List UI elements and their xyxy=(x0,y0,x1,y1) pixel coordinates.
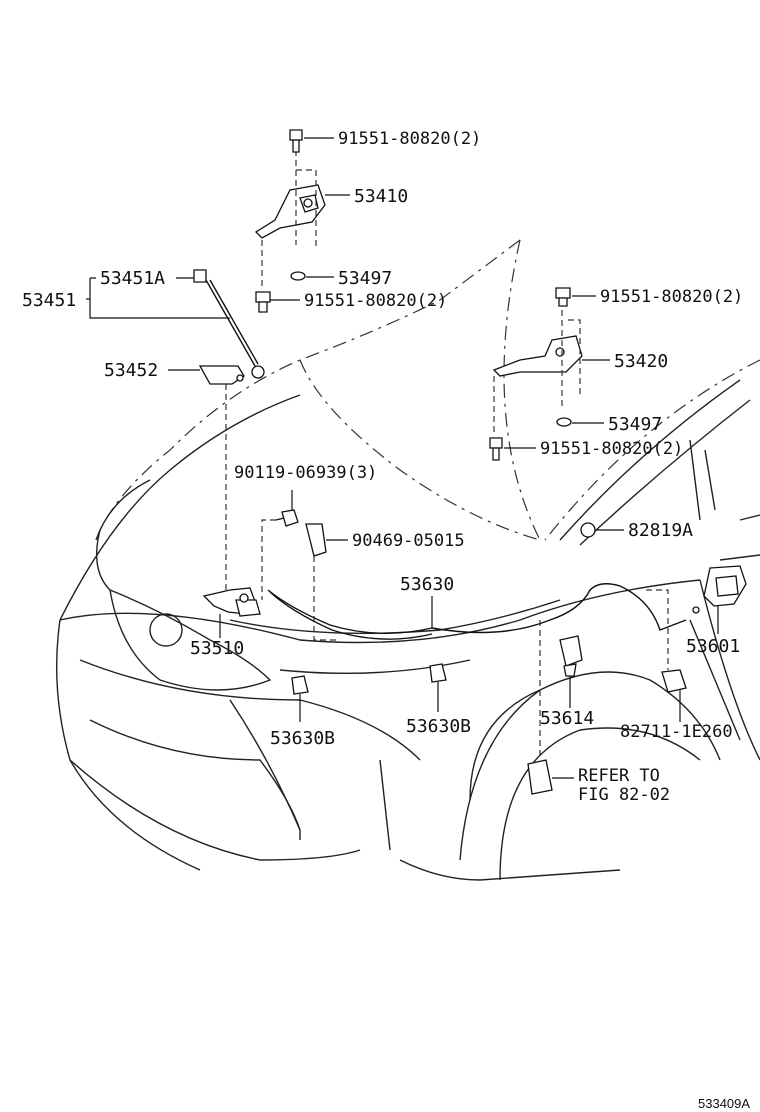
bolt-icon xyxy=(275,509,299,527)
hood-support-rod xyxy=(193,269,265,379)
label-90469: 90469-05015 xyxy=(352,531,465,551)
label-53601: 53601 xyxy=(686,636,740,657)
grommet xyxy=(580,522,596,538)
washer-icon xyxy=(290,271,306,281)
label-82819A: 82819A xyxy=(628,520,693,541)
wire-clamp xyxy=(661,669,687,693)
label-91551-left: 91551-80820(2) xyxy=(304,291,447,311)
support-holder xyxy=(198,365,245,385)
bolt-icon xyxy=(489,437,503,461)
label-53451A: 53451A xyxy=(100,268,165,289)
label-refer-line1: REFER TO xyxy=(578,766,660,786)
label-53630B-mid: 53630B xyxy=(406,716,471,737)
label-53630B-left: 53630B xyxy=(270,728,335,749)
cable-clamp xyxy=(291,675,309,695)
figure-id: 533409A xyxy=(698,1096,750,1111)
bolt-icon xyxy=(555,287,571,307)
hood-hinge-left xyxy=(254,150,326,290)
label-90119: 90119-06939(3) xyxy=(234,463,377,483)
label-53410: 53410 xyxy=(354,186,408,207)
label-53420: 53420 xyxy=(614,351,668,372)
label-91551-top: 91551-80820(2) xyxy=(338,129,481,149)
hood-release-lever xyxy=(692,565,747,614)
washer-icon xyxy=(556,417,572,427)
label-91551-right-bot: 91551-80820(2) xyxy=(540,439,683,459)
label-53497-right: 53497 xyxy=(608,414,662,435)
label-91551-right-top: 91551-80820(2) xyxy=(600,287,743,307)
cable-clamp xyxy=(429,663,447,683)
cable-clamp xyxy=(305,523,327,557)
label-refer-line2: FIG 82-02 xyxy=(578,785,670,805)
hood-release-cable xyxy=(267,583,687,635)
label-82711: 82711-1E260 xyxy=(620,722,733,742)
label-53451: 53451 xyxy=(22,290,76,311)
hood-hinge-right xyxy=(492,300,583,436)
hood-lock xyxy=(202,587,261,617)
cable-retainer xyxy=(559,635,583,677)
bolt-icon xyxy=(289,129,303,153)
car-body-outline xyxy=(55,239,760,881)
label-53452: 53452 xyxy=(104,360,158,381)
label-53510: 53510 xyxy=(190,638,244,659)
label-53630: 53630 xyxy=(400,574,454,595)
label-53497-left: 53497 xyxy=(338,268,392,289)
bolt-icon xyxy=(255,291,271,313)
refer-part xyxy=(527,759,553,795)
label-53614: 53614 xyxy=(540,708,594,729)
